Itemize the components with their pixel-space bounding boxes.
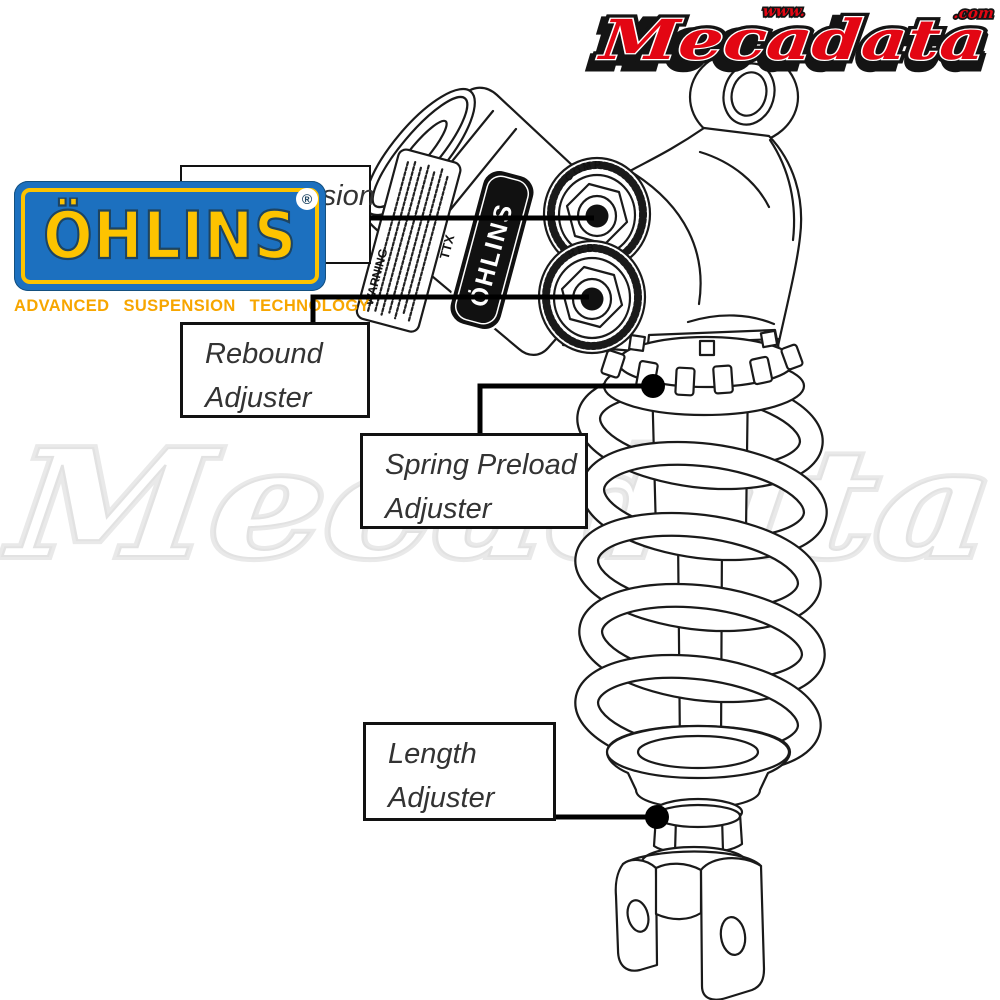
registered-trademark-icon: ® xyxy=(296,188,318,210)
model-text: TTX xyxy=(437,233,458,261)
mecadata-logo-text: Mecadata xyxy=(595,8,989,73)
rebound-adjuster-knob: REB xyxy=(537,239,647,355)
ohlins-logo-wordmark: ÖHLINS xyxy=(42,198,297,275)
spring-preload-label-line2: Adjuster xyxy=(385,493,492,525)
mecadata-www-text: www. xyxy=(762,2,806,20)
reservoir: WARNING TTX ÖHLINS xyxy=(355,86,642,356)
ohlins-logo-inner-border xyxy=(21,188,319,284)
mecadata-logo: Mecadata Mecadata Mecadata www. .com xyxy=(585,0,996,80)
compression-adjuster-knob: COMP xyxy=(542,156,652,272)
ohlins-tagline: ADVANCED SUSPENSION TECHNOLOGY xyxy=(14,297,371,315)
mecadata-tld-text: .com xyxy=(953,4,995,22)
ohlins-logo: ÖHLINS ® ADVANCED SUSPENSION TECHNOLOGY xyxy=(14,181,371,316)
length-label-line1: Length xyxy=(388,738,477,770)
spring-preload-collar xyxy=(600,329,806,417)
mecadata-logo-outline: Mecadata xyxy=(595,8,989,73)
model-marking: TTX xyxy=(437,233,458,261)
length-adjuster-label: Length Adjuster xyxy=(363,722,556,821)
spring-preload-adjuster-label: Spring Preload Adjuster xyxy=(360,433,588,529)
length-label-line2: Adjuster xyxy=(388,782,495,814)
warning-label: WARNING xyxy=(355,148,462,333)
compression-knob-center xyxy=(585,204,609,228)
rebound-label-line1: Rebound xyxy=(205,338,323,370)
rebound-adjuster-label: Rebound Adjuster xyxy=(180,322,370,418)
rebound-label-line2: Adjuster xyxy=(205,382,312,414)
upper-eyelet-mount xyxy=(688,48,800,146)
rebound-knob-center xyxy=(580,287,604,311)
bottom-clevis-mount xyxy=(614,845,766,1000)
spring-preload-label-line1: Spring Preload xyxy=(385,449,577,481)
lock-nut xyxy=(652,803,744,855)
ohlins-logo-box: ÖHLINS ® xyxy=(14,181,326,291)
